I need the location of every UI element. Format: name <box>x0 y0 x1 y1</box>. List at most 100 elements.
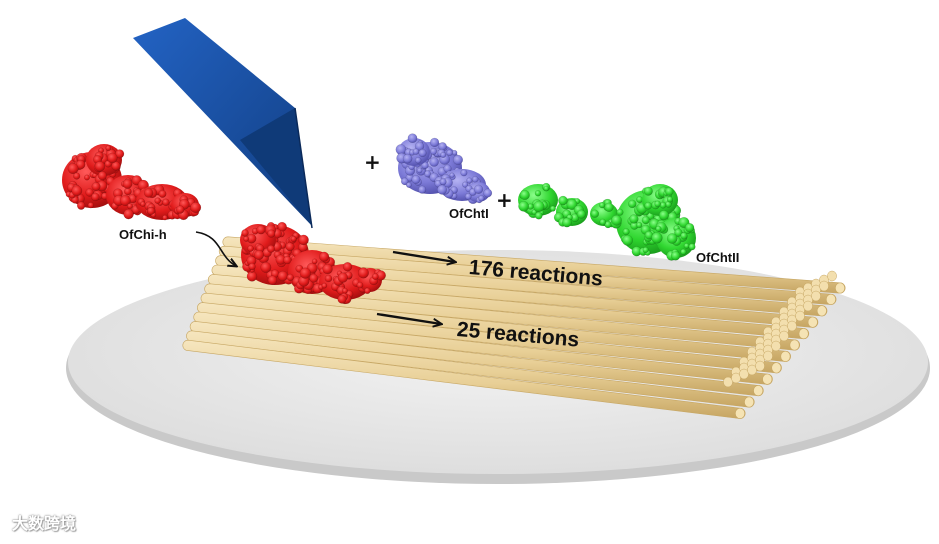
fiber-end <box>790 340 799 350</box>
plus-sign-2: + <box>496 188 513 212</box>
protein-surface-bump <box>309 274 317 282</box>
fiber-end <box>763 374 772 384</box>
protein-surface-bump <box>408 134 417 143</box>
protein-surface-bump <box>140 202 145 207</box>
protein-surface-bump <box>73 173 80 180</box>
protein-surface-bump <box>268 276 277 285</box>
protein-surface-bump <box>247 271 257 281</box>
fiber-end <box>772 363 781 373</box>
fiber-end <box>779 331 788 341</box>
protein-surface-bump <box>312 259 317 264</box>
protein-surface-bump <box>535 212 542 219</box>
protein-surface-bump <box>611 215 621 225</box>
protein-surface-bump <box>92 182 101 191</box>
protein-surface-bump <box>364 288 370 294</box>
ofchtii-protein <box>518 183 696 260</box>
watermark: 大数跨境 <box>12 510 76 534</box>
protein-surface-bump <box>430 158 439 167</box>
protein-surface-bump <box>261 262 271 272</box>
fiber-end <box>787 321 796 331</box>
protein-surface-bump <box>124 188 131 195</box>
protein-surface-bump <box>155 198 161 204</box>
protein-surface-bump <box>248 245 254 251</box>
protein-surface-bump <box>300 268 311 279</box>
protein-surface-bump <box>286 242 295 251</box>
fiber-end <box>811 291 820 301</box>
protein-surface-bump <box>600 219 606 225</box>
protein-surface-bump <box>127 203 132 208</box>
protein-surface-bump <box>533 201 544 212</box>
fiber-end <box>735 408 744 418</box>
protein-surface-bump <box>291 236 297 242</box>
protein-surface-bump <box>107 153 117 163</box>
fiber-end <box>826 294 835 304</box>
fiber-end <box>819 281 828 291</box>
protein-surface-bump <box>461 170 468 177</box>
protein-surface-bump <box>617 209 624 216</box>
protein-surface-bump <box>84 175 89 180</box>
protein-surface-bump <box>654 201 660 207</box>
protein-surface-bump <box>430 138 439 147</box>
ofchti-protein <box>396 134 492 204</box>
protein-surface-bump <box>474 185 483 194</box>
protein-surface-bump <box>68 163 79 174</box>
protein-surface-bump <box>287 274 294 281</box>
protein-surface-bump <box>419 149 427 157</box>
protein-surface-bump <box>241 229 248 236</box>
protein-surface-bump <box>671 251 680 260</box>
protein-surface-bump <box>358 268 369 279</box>
protein-surface-bump <box>412 175 420 183</box>
protein-surface-bump <box>465 193 471 199</box>
protein-surface-bump <box>577 210 586 219</box>
protein-surface-bump <box>447 150 453 156</box>
protein-surface-bump <box>147 207 154 214</box>
protein-surface-bump <box>283 256 291 264</box>
fiber-end <box>808 317 817 327</box>
protein-surface-bump <box>452 150 457 155</box>
protein-surface-bump <box>162 215 167 220</box>
protein-surface-bump <box>176 206 184 214</box>
protein-surface-bump <box>278 271 288 281</box>
protein-surface-bump <box>325 275 332 282</box>
protein-surface-bump <box>665 187 673 195</box>
protein-surface-bump <box>651 232 662 243</box>
protein-surface-bump <box>357 282 363 288</box>
protein-surface-bump <box>628 200 636 208</box>
protein-surface-bump <box>667 233 677 243</box>
protein-surface-bump <box>338 273 348 283</box>
protein-surface-bump <box>535 190 541 196</box>
protein-surface-bump <box>550 206 556 212</box>
protein-surface-bump <box>124 209 134 219</box>
protein-surface-bump <box>659 210 669 220</box>
protein-surface-bump <box>591 210 599 218</box>
protein-surface-bump <box>440 152 446 158</box>
fiber-end <box>799 328 808 338</box>
protein-surface-bump <box>680 249 686 255</box>
protein-surface-bump <box>440 178 447 185</box>
protein-surface-bump <box>636 196 643 203</box>
protein-surface-bump <box>689 244 696 251</box>
protein-surface-bump <box>91 193 99 201</box>
fiber-end <box>781 351 790 361</box>
protein-surface-bump <box>430 148 437 155</box>
protein-surface-bump <box>558 196 567 205</box>
protein-surface-bump <box>98 171 107 180</box>
protein-surface-bump <box>88 202 94 208</box>
protein-surface-bump <box>520 190 530 200</box>
fiber-end <box>755 361 764 371</box>
protein-surface-bump <box>123 179 132 188</box>
fiber-end <box>754 385 763 395</box>
label-ofchti: OfChtI <box>449 206 489 221</box>
protein-surface-bump <box>243 236 248 241</box>
fiber-end <box>771 341 780 351</box>
fiber-end <box>835 283 844 293</box>
protein-surface-bump <box>562 218 571 227</box>
label-ofchi-h: OfChi-h <box>119 227 167 242</box>
protein-surface-bump <box>623 228 630 235</box>
protein-surface-bump <box>249 263 256 270</box>
fiber-end <box>763 351 772 361</box>
protein-surface-bump <box>106 145 111 150</box>
protein-surface-bump <box>644 187 653 196</box>
fiber-end <box>803 301 812 311</box>
